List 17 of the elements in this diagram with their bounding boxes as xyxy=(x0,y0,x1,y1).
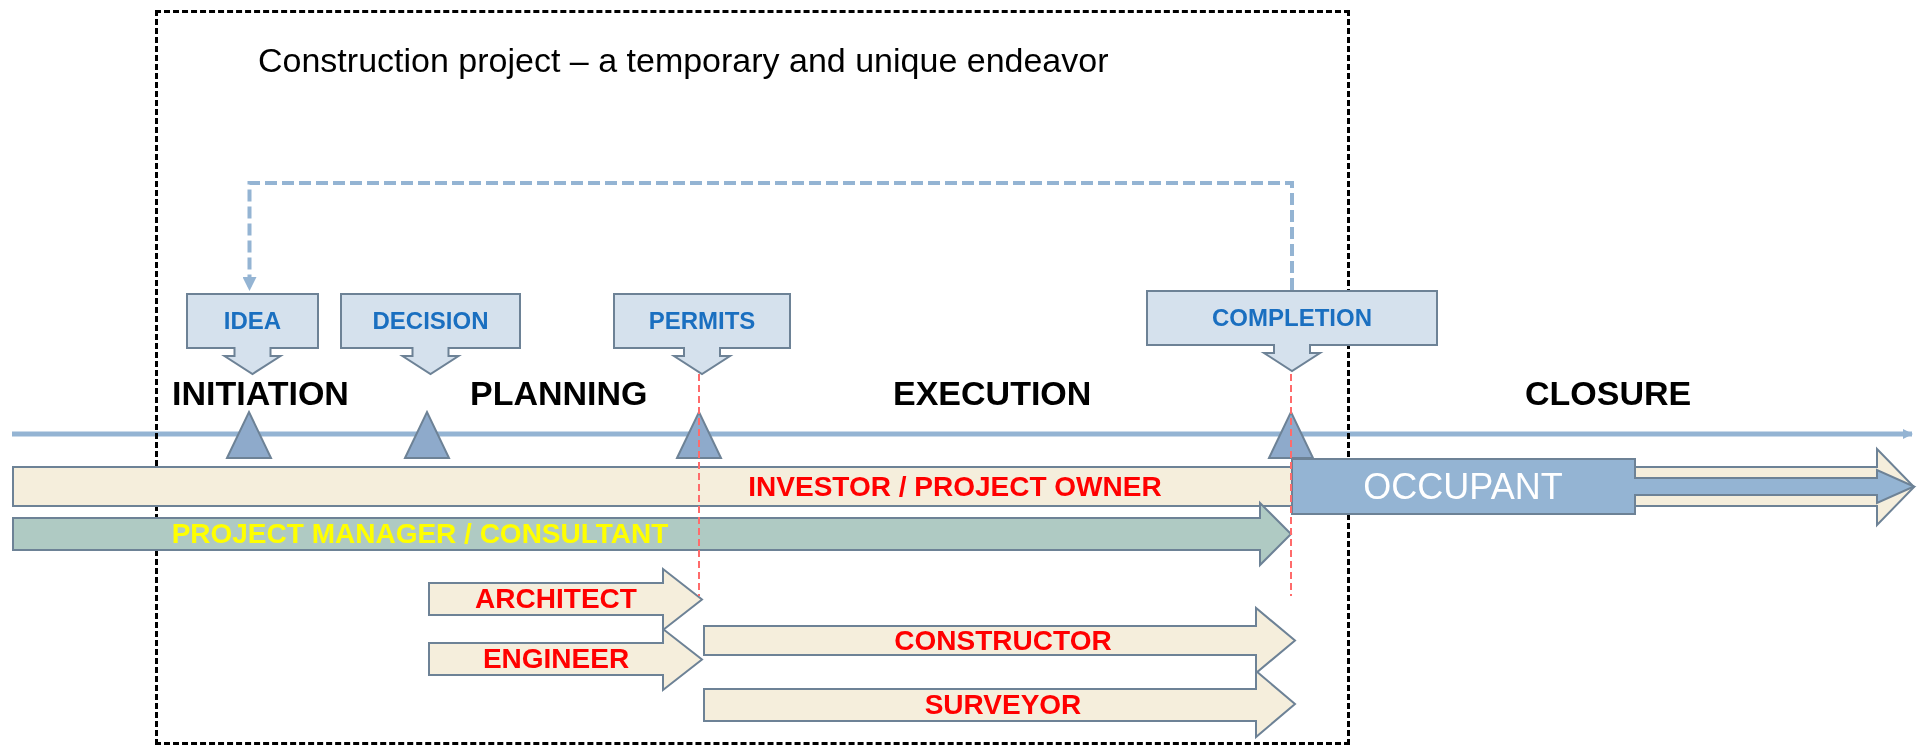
role-label: OCCUPANT xyxy=(1363,468,1563,505)
role-label: PROJECT MANAGER / CONSULTANT xyxy=(171,520,669,548)
role-label: SURVEYOR xyxy=(924,691,1082,719)
phase-label: EXECUTION xyxy=(893,376,1092,410)
milestone-label: IDEA xyxy=(222,309,283,333)
role-label: ARCHITECT xyxy=(475,585,637,613)
phase-label: CLOSURE xyxy=(1525,376,1692,410)
phase-label: INITIATION xyxy=(172,376,349,410)
milestone-label: PERMITS xyxy=(647,309,757,333)
feedback-arrow xyxy=(242,181,1294,291)
milestone-label: COMPLETION xyxy=(1211,306,1373,330)
role-label: CONSTRUCTOR xyxy=(894,626,1112,655)
milestone-label: DECISION xyxy=(371,309,490,333)
project-heading: Construction project – a temporary and unique endeavor xyxy=(258,43,1109,77)
phase-label: PLANNING xyxy=(470,376,648,410)
role-label: ENGINEER xyxy=(482,645,630,673)
role-label: INVESTOR / PROJECT OWNER xyxy=(748,472,1162,501)
